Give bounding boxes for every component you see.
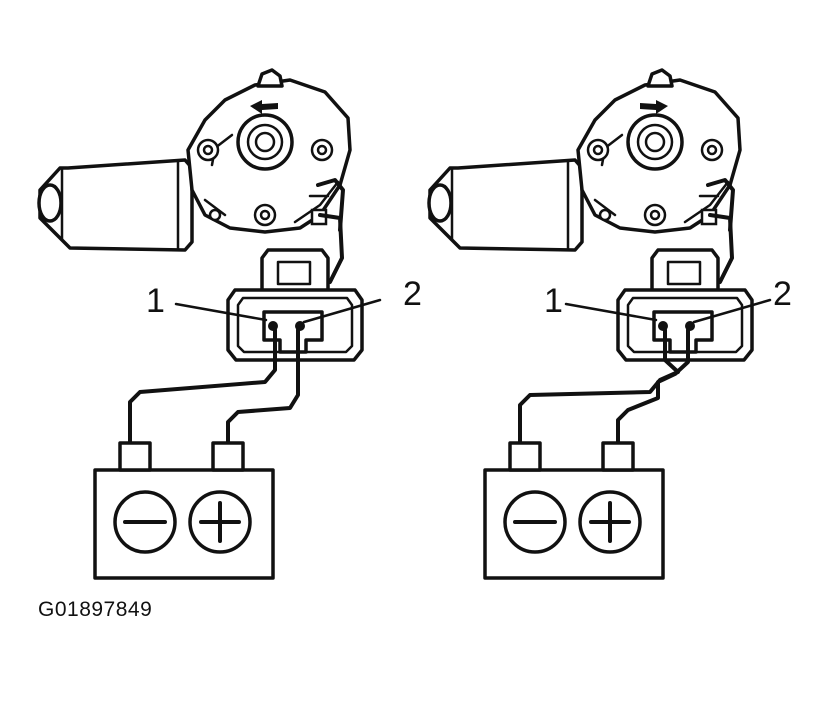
right-wire-terminal-2 bbox=[616, 328, 690, 445]
left-wire-terminal-1 bbox=[128, 328, 277, 445]
left-panel bbox=[37, 68, 382, 580]
left-window-motor bbox=[37, 68, 382, 362]
right-panel bbox=[427, 68, 772, 580]
right-terminal-2-label: 2 bbox=[773, 275, 792, 313]
left-terminal-1-label: 1 bbox=[146, 282, 165, 320]
right-terminal-1-label: 1 bbox=[544, 282, 563, 320]
left-rotation-arrow-icon bbox=[250, 100, 278, 114]
figure-id: G01897849 bbox=[38, 598, 153, 621]
right-wire-terminal-1 bbox=[518, 328, 680, 445]
right-rotation-arrow-icon bbox=[640, 100, 668, 114]
right-window-motor bbox=[427, 68, 772, 362]
left-battery bbox=[93, 441, 275, 580]
left-wire-terminal-2 bbox=[226, 328, 300, 445]
left-terminal-2-label: 2 bbox=[403, 275, 422, 313]
right-battery bbox=[483, 441, 665, 580]
